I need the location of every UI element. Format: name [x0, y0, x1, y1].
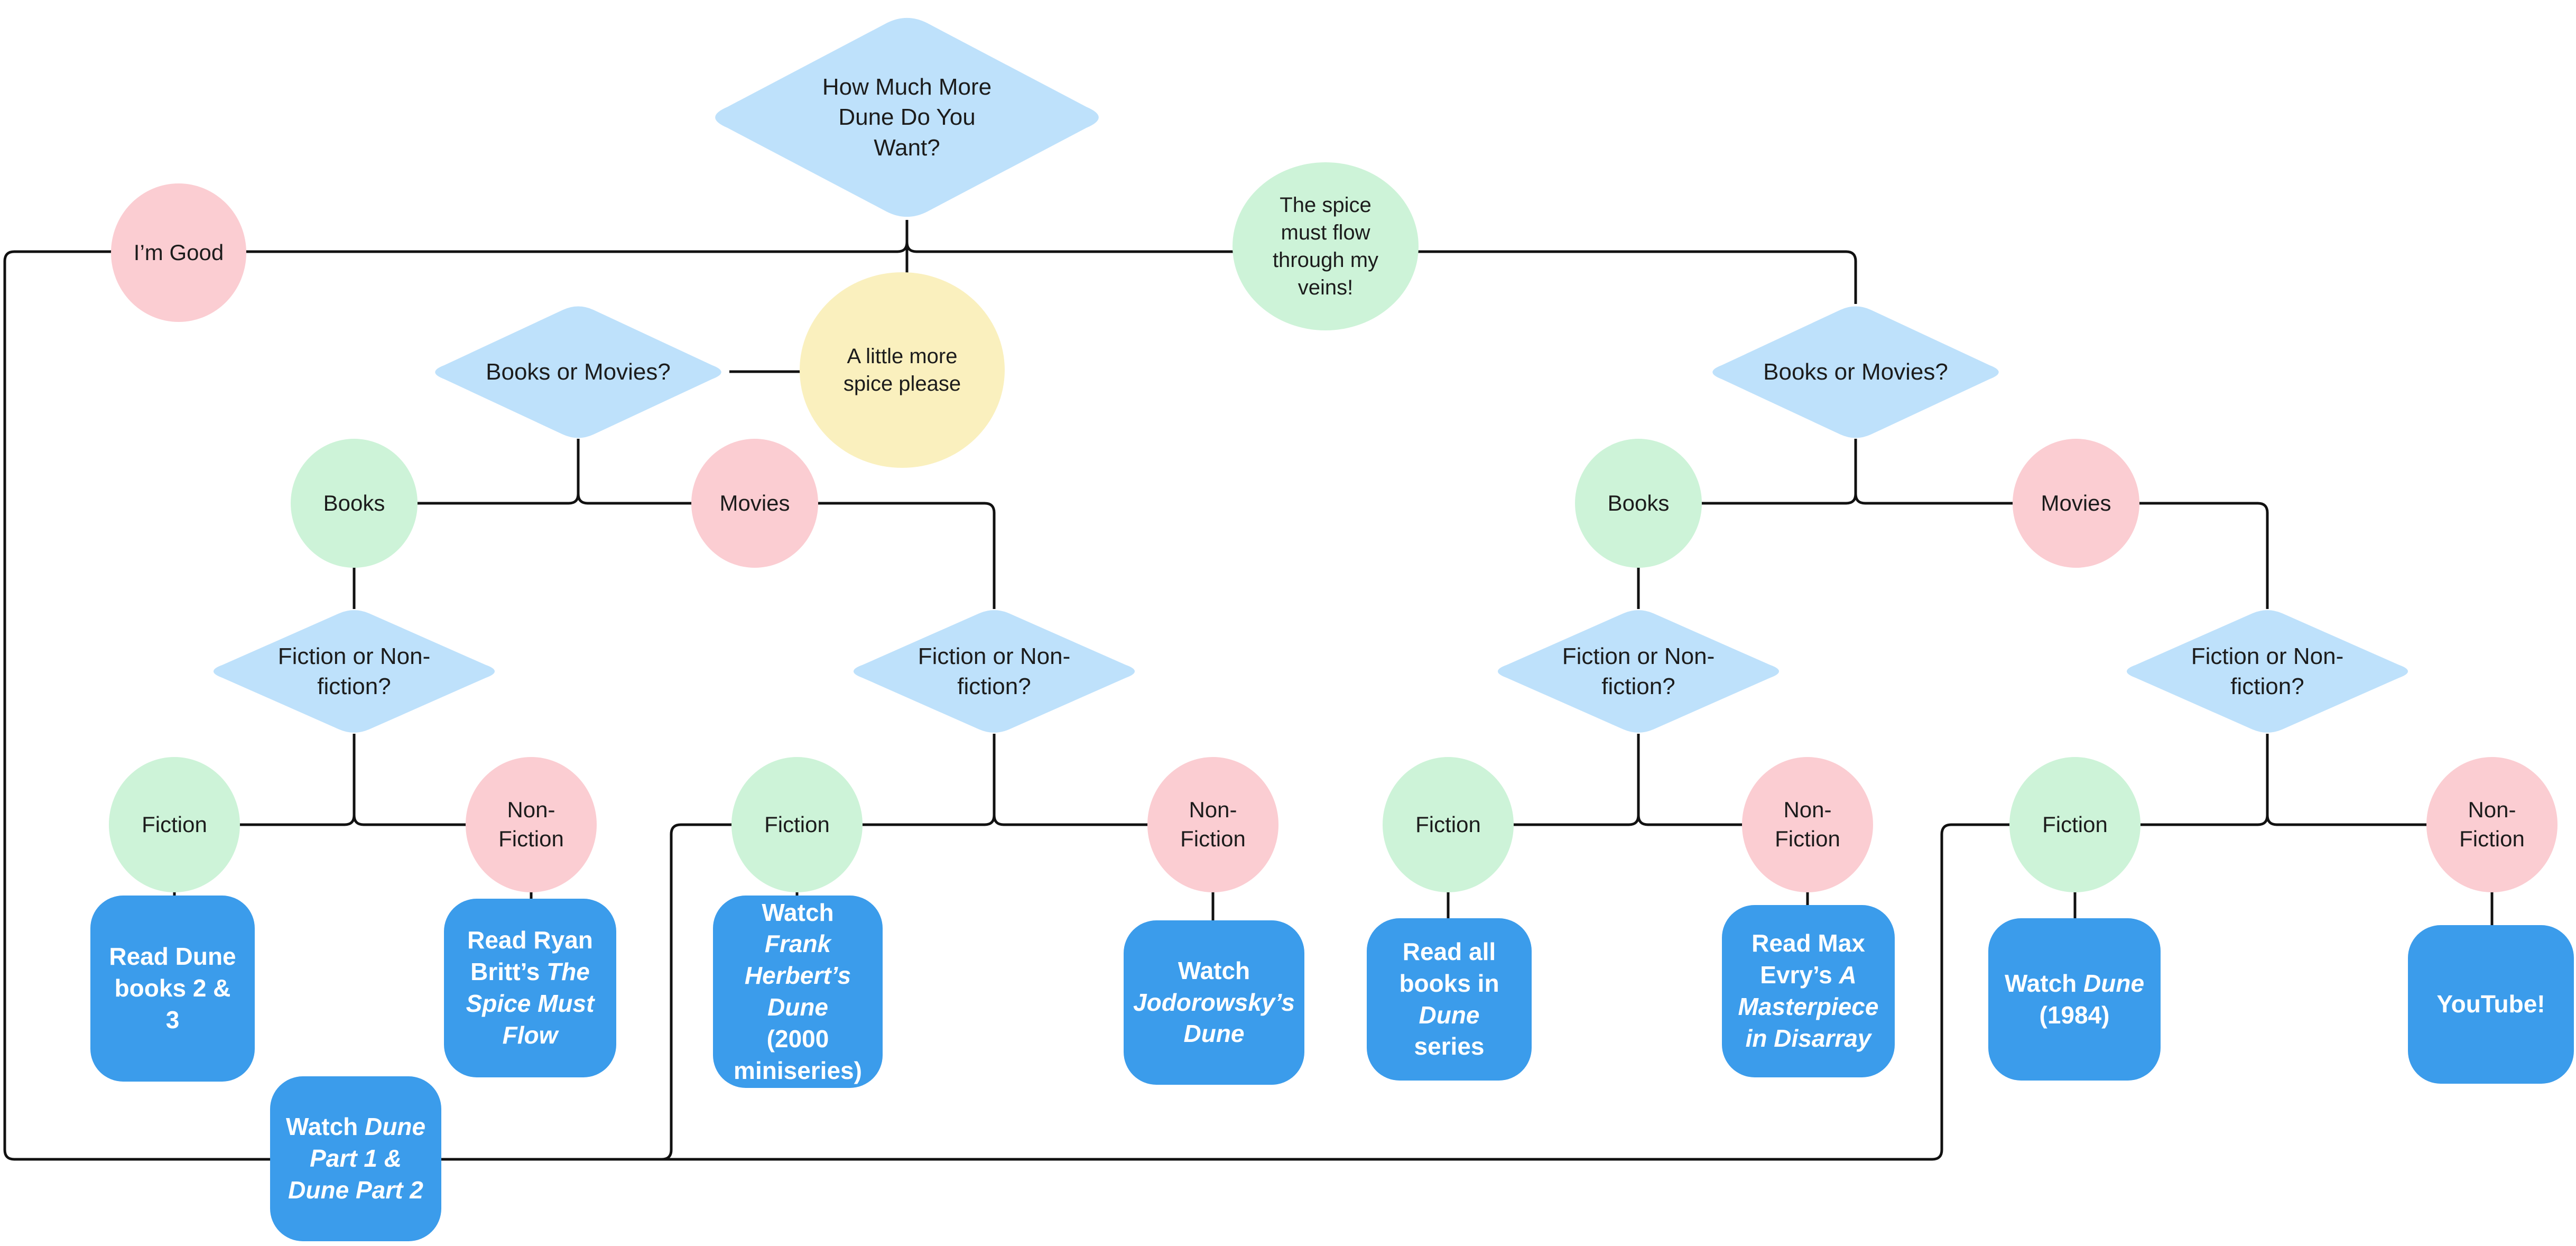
answer-a-little-more-spice: A little more spice please — [800, 272, 1005, 468]
result-read-ryan-britts-spice-must-flow: Read Ryan Britt’s The Spice Must Flow — [444, 899, 616, 1077]
choice-label: Fiction — [764, 811, 830, 837]
result-read-all-books-in-dune-series: Read all books in Dune series — [1367, 918, 1532, 1081]
diamond-shape — [1497, 610, 1780, 733]
result-label: Watch Dune Part 1 & Dune Part 2 — [285, 1113, 426, 1204]
result-watch-jodorowskys-dune: Watch Jodorowsky’s Dune — [1124, 920, 1304, 1085]
diamond-shape — [1712, 306, 1999, 438]
choice-label: Books — [323, 490, 385, 515]
diamond-shape — [213, 610, 495, 733]
result-watch-dune-1984: Watch Dune (1984) — [1988, 918, 2161, 1081]
decision-fiction-or-nonfiction-4: Fiction or Non-fiction? — [2118, 607, 2417, 736]
answer-im-good: I’m Good — [111, 183, 246, 322]
decision-fiction-or-nonfiction-1: Fiction or Non-fiction? — [205, 607, 504, 736]
choice-fiction-1: Fiction — [109, 757, 240, 892]
choice-non-fiction-1: Non-Fiction — [466, 757, 597, 892]
decision-label: Fiction or Non-fiction? — [1562, 643, 1715, 699]
result-label: Watch Jodorowsky’s Dune — [1133, 956, 1295, 1048]
answer-label: I’m Good — [133, 239, 224, 265]
choice-label: Non-Fiction — [2459, 797, 2525, 851]
choice-label: Fiction — [1415, 811, 1481, 837]
diamond-shape — [853, 610, 1135, 733]
choice-movies-right: Movies — [2013, 439, 2139, 568]
result-label: Read Max Evry’s A Masterpiece in Disarra… — [1738, 929, 1879, 1052]
result-label: Read Dune books 2 & 3 — [109, 943, 236, 1033]
choice-non-fiction-4: Non-Fiction — [2426, 757, 2558, 892]
choice-fiction-2: Fiction — [731, 757, 863, 892]
diamond-shape — [715, 17, 1099, 217]
result-label: Read Ryan Britt’s The Spice Must Flow — [466, 926, 595, 1049]
decision-label: Fiction or Non-fiction? — [918, 643, 1071, 699]
answer-label: The spice must flow through my veins! — [1272, 193, 1379, 299]
decision-label: Fiction or Non-fiction? — [2191, 643, 2344, 699]
choice-label: Non-Fiction — [1180, 797, 1246, 851]
decision-label: Books or Movies? — [1763, 359, 1948, 385]
decision-books-or-movies-left: Books or Movies? — [426, 303, 730, 441]
result-label: YouTube! — [2436, 990, 2545, 1018]
choice-movies-left: Movies — [691, 439, 818, 568]
answer-label: A little more spice please — [843, 345, 961, 395]
choice-books-left: Books — [291, 439, 418, 568]
decision-label: How Much More Dune Do You Want? — [822, 74, 992, 161]
choice-label: Movies — [2041, 490, 2111, 515]
diamond-shape — [2126, 610, 2408, 733]
result-label: Watch Frank Herbert’s Dune (2000 miniser… — [734, 898, 862, 1084]
result-watch-dune-part-1-and-2: Watch Dune Part 1 & Dune Part 2 — [270, 1076, 441, 1241]
choice-books-right: Books — [1575, 439, 1702, 568]
result-watch-frank-herberts-dune-2000: Watch Frank Herbert’s Dune (2000 miniser… — [713, 896, 883, 1088]
result-read-dune-books-2-3: Read Dune books 2 & 3 — [90, 896, 255, 1082]
result-label: Read all books in Dune series — [1399, 937, 1499, 1060]
choice-label: Movies — [719, 490, 790, 515]
choice-fiction-4: Fiction — [2009, 757, 2141, 892]
answer-spice-must-flow: The spice must flow through my veins! — [1233, 162, 1419, 330]
decision-fiction-or-nonfiction-2: Fiction or Non-fiction? — [845, 607, 1144, 736]
result-read-max-evrys-a-masterpiece-in-disarray: Read Max Evry’s A Masterpiece in Disarra… — [1722, 905, 1895, 1077]
decision-label: Fiction or Non-fiction? — [277, 643, 431, 699]
diamond-shape — [435, 306, 721, 438]
decision-fiction-or-nonfiction-3: Fiction or Non-fiction? — [1489, 607, 1788, 736]
choice-non-fiction-2: Non-Fiction — [1147, 757, 1278, 892]
decision-label: Books or Movies? — [486, 359, 671, 385]
choice-label: Fiction — [2042, 811, 2108, 837]
choice-non-fiction-3: Non-Fiction — [1742, 757, 1873, 892]
result-label: Watch Dune (1984) — [2004, 969, 2145, 1029]
decision-how-much-more-dune: How Much More Dune Do You Want? — [703, 13, 1111, 222]
choice-label: Fiction — [142, 811, 207, 837]
choice-label: Books — [1607, 490, 1670, 515]
connector-spine — [3, 220, 2075, 1161]
choice-label: Non-Fiction — [1775, 797, 1840, 851]
connector-right-branch — [1447, 439, 2494, 930]
choice-label: Non-Fiction — [498, 797, 564, 851]
choice-fiction-3: Fiction — [1383, 757, 1514, 892]
decision-books-or-movies-right: Books or Movies? — [1703, 303, 2008, 441]
result-youtube: YouTube! — [2408, 925, 2574, 1084]
